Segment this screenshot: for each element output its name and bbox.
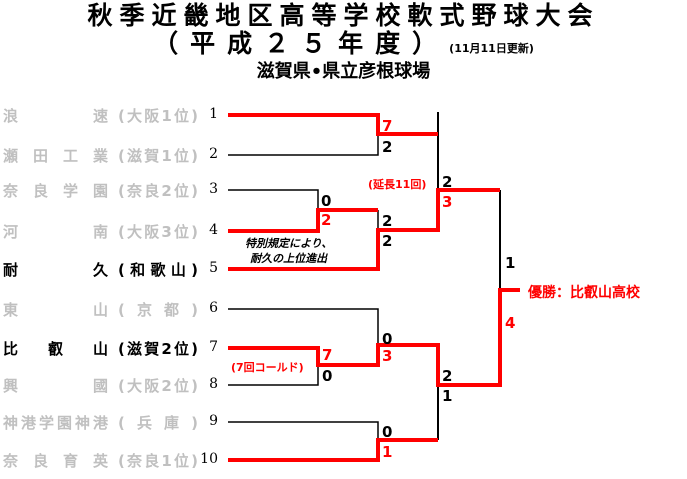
team-row: 浪速 (大阪1位) (3, 105, 198, 125)
team-name: 河南 (3, 222, 108, 241)
line-team5 (228, 188, 500, 271)
score: 0 (322, 367, 333, 385)
seed-number: 8 (209, 376, 218, 392)
team-name: 東山 (3, 300, 108, 319)
score: 1 (382, 443, 393, 461)
team-row: 興國 (大阪2位) (3, 375, 198, 395)
team-row: 奈良育英 (奈良1位) (3, 450, 198, 470)
team-name: 興國 (3, 376, 108, 395)
team-row: 神港学園神港 (兵庫) (3, 412, 198, 432)
team-pref: (京都) (118, 300, 198, 319)
score: 2 (442, 367, 453, 385)
line-team4 (228, 208, 378, 233)
update-date: (11月11日更新) (449, 42, 534, 55)
team-name: 耐久 (3, 260, 108, 279)
score: 1 (442, 387, 453, 405)
team-pref: (和歌山) (118, 260, 198, 279)
team-name: 奈良育英 (3, 451, 108, 470)
line-team7 (228, 288, 520, 387)
seed-number: 9 (209, 413, 218, 429)
score: 3 (382, 347, 393, 365)
team-pref: (奈良1位) (118, 451, 198, 470)
team-row: 東山 (京都) (3, 299, 198, 319)
team-pref: (大阪2位) (118, 376, 198, 395)
team-name: 比叡山 (3, 339, 108, 358)
seed-number: 10 (200, 451, 218, 467)
score: 0 (321, 192, 332, 210)
team-row: 耐久 (和歌山) (3, 259, 198, 279)
team-pref: (大阪3位) (118, 222, 198, 241)
team-pref: (滋賀2位) (118, 339, 198, 358)
score: 0 (382, 423, 393, 441)
line-team6 (228, 308, 379, 345)
team-pref: (大阪1位) (118, 106, 198, 125)
team-row: 比叡山 (滋賀2位) (3, 338, 198, 358)
line-team8 (228, 365, 319, 386)
champion-label: 優勝：比叡山高校 (528, 285, 640, 301)
team-name: 神港学園神港 (3, 413, 108, 432)
extra-innings-note: (延長11回) (368, 178, 427, 191)
team-row: 瀬田工業 (滋賀1位) (3, 145, 198, 165)
seed-number: 1 (209, 106, 218, 122)
page-title: 秋季近畿地区高等学校軟式野球大会 (87, 1, 600, 30)
line-team1 (228, 113, 438, 136)
special-rule-line: 耐久の上位進出 (250, 252, 328, 265)
line-team10 (228, 438, 438, 462)
special-rule-line: 特別規定により、 (245, 237, 333, 250)
seed-number: 4 (209, 222, 218, 238)
year: （平成２５年度） (153, 29, 450, 58)
called-game-note: (7回コールド) (231, 361, 304, 374)
team-pref: (奈良2位) (118, 181, 198, 200)
team-pref: (滋賀1位) (118, 146, 198, 165)
seed-number: 3 (209, 181, 218, 197)
special-rule-note: 特別規定により、耐久の上位進出 (245, 236, 332, 266)
score: 2 (382, 212, 393, 230)
team-pref: (兵庫) (118, 413, 198, 432)
score: 2 (321, 211, 332, 229)
score: 2 (382, 138, 393, 156)
subtitle: （平成２５年度）(11月11日更新) (0, 30, 687, 63)
score: 7 (382, 117, 393, 135)
seed-number: 5 (209, 260, 218, 276)
venue: 滋賀県•県立彦根球場 (256, 61, 431, 82)
line-team2 (228, 134, 379, 156)
score: 3 (442, 193, 453, 211)
seed-number: 7 (209, 339, 218, 355)
score: 0 (382, 330, 393, 348)
line-team9 (228, 421, 379, 440)
score: 7 (322, 346, 333, 364)
score: 2 (382, 232, 393, 250)
team-row: 奈良学園 (奈良2位) (3, 180, 198, 200)
score: 1 (505, 254, 516, 272)
team-name: 浪速 (3, 106, 108, 125)
team-row: 河南 (大阪3位) (3, 221, 198, 241)
score: 4 (505, 314, 516, 332)
team-name: 瀬田工業 (3, 146, 108, 165)
seed-number: 6 (209, 300, 218, 316)
team-name: 奈良学園 (3, 181, 108, 200)
line-team3 (228, 189, 319, 210)
seed-number: 2 (209, 146, 218, 162)
score: 2 (442, 173, 453, 191)
